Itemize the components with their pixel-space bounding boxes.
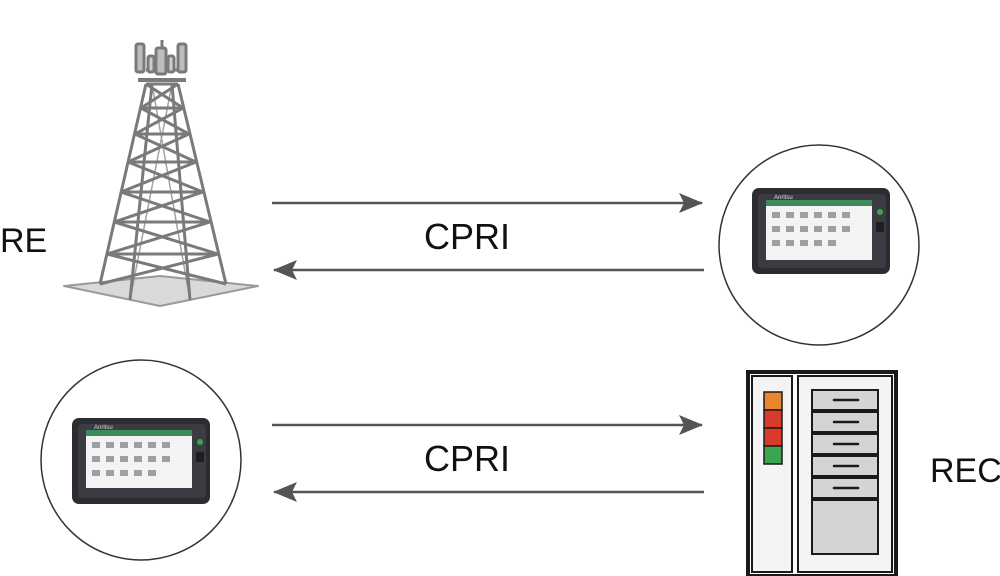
cpri-top-label: CPRI — [424, 216, 511, 257]
rack-status-leds — [763, 391, 783, 465]
tester-brand-top: Anritsu — [774, 195, 793, 201]
tester-device-bottom: Anritsu — [40, 359, 242, 561]
rec-label: REC — [930, 452, 1000, 490]
tester-brand-bottom: Anritsu — [94, 425, 113, 431]
re-label: RE — [0, 222, 48, 260]
cell-tower-icon — [63, 40, 259, 307]
tester-device-top: Anritsu — [718, 144, 920, 346]
cpri-bottom-label: CPRI — [424, 438, 511, 479]
server-rack-icon — [746, 370, 898, 576]
